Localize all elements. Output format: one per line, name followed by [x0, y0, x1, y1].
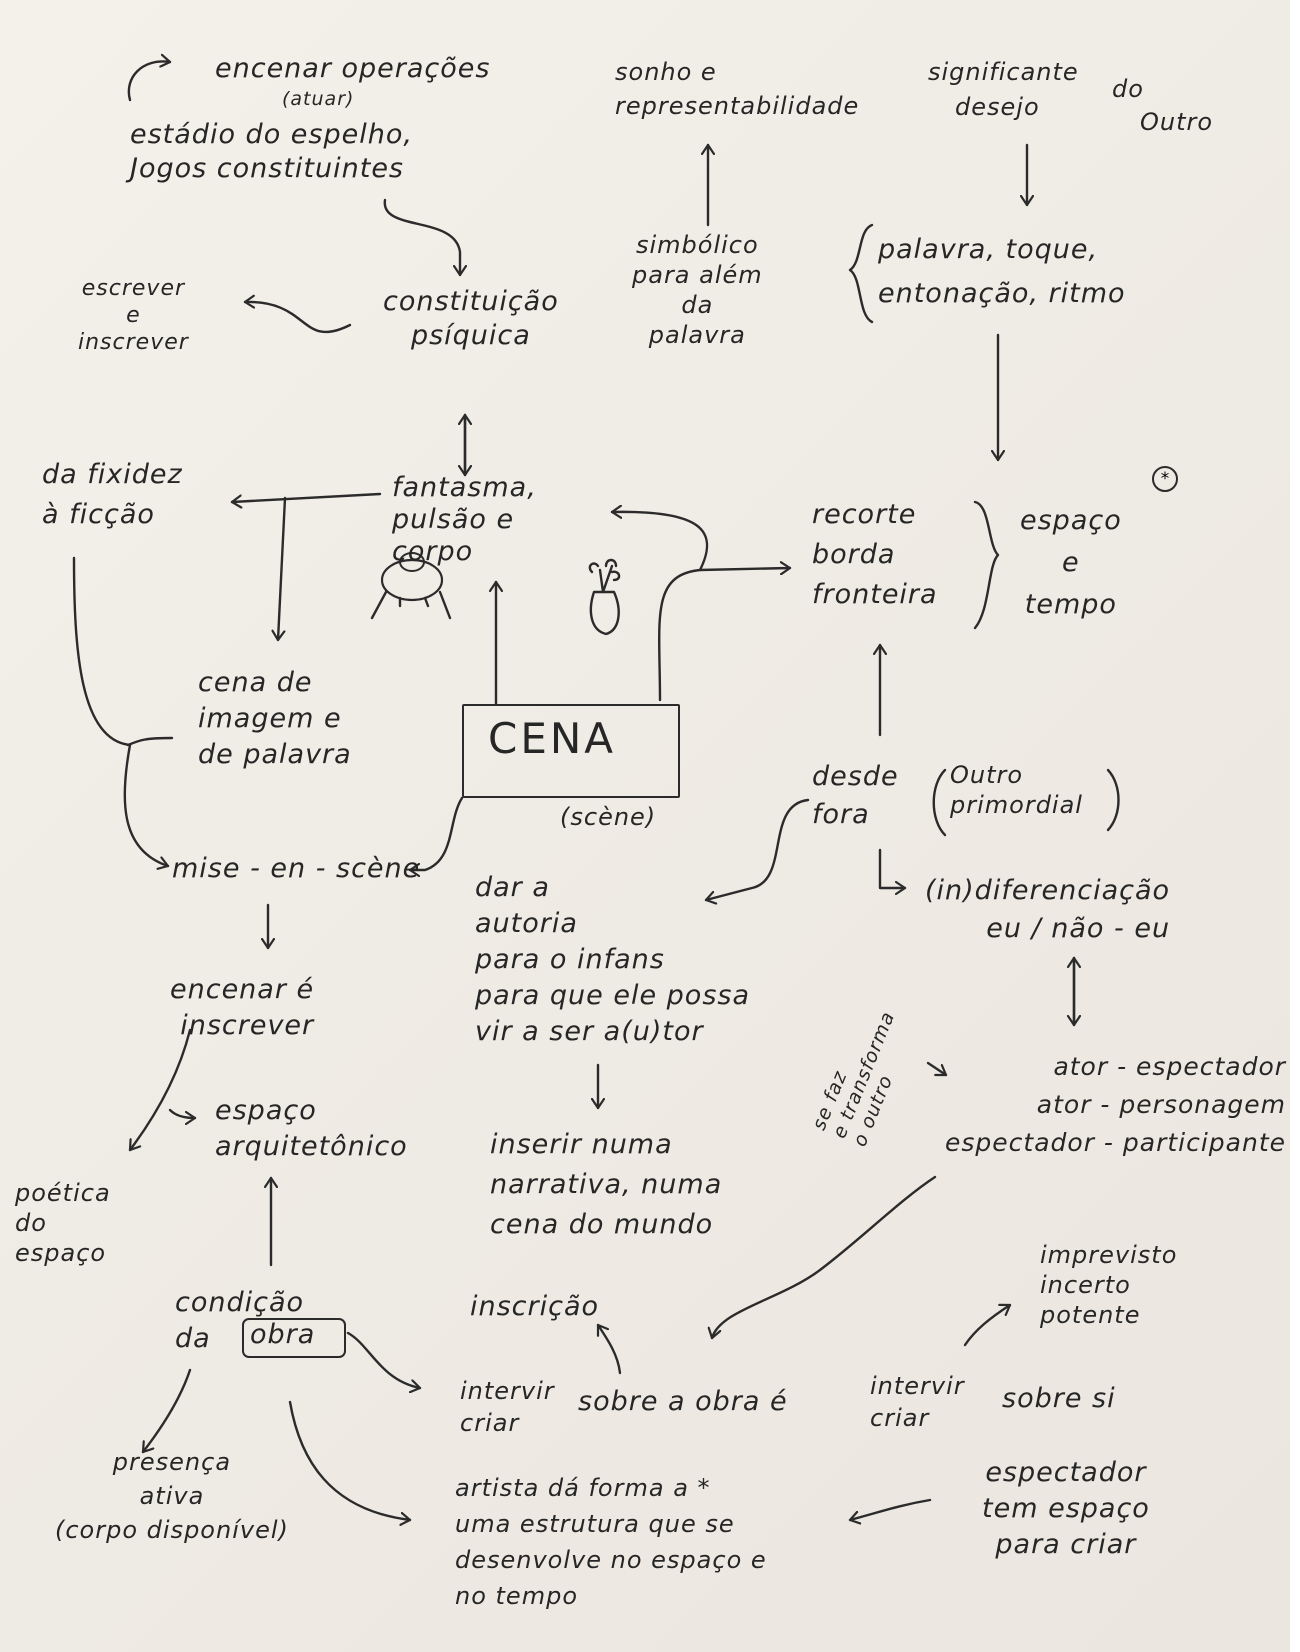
- node-fixidez-ficcao: da fixidez à ficção: [42, 459, 183, 530]
- node-sonho: sonho e representabilidade: [615, 58, 860, 120]
- arrow-ator-intervir: [712, 1175, 937, 1340]
- node-intervir-criar-2: intervir criar: [870, 1372, 965, 1432]
- sketch-figure-body: [380, 558, 444, 602]
- node-atuar: (atuar): [282, 88, 355, 110]
- arrow-obra-intervir: [346, 1331, 422, 1388]
- arrow-desde-dar: [704, 798, 810, 900]
- node-ator-espectador: ator - espectador ator - personagem espe…: [945, 1052, 1287, 1157]
- star-marker: *: [1152, 466, 1178, 492]
- arrow-condicao-artista: [288, 1400, 412, 1520]
- node-indiferenciacao: (in)diferenciação eu / não - eu: [925, 875, 1171, 944]
- sketch-figure-head: [399, 552, 425, 572]
- node-fantasma-pulsao-corpo: fantasma, pulsão e corpo: [392, 472, 537, 567]
- node-estadio-espelho: estádio do espelho, Jogos constituintes: [130, 119, 413, 184]
- node-mise-en-scene: mise - en - scène: [172, 853, 421, 884]
- node-condicao-da: condição da: [175, 1287, 305, 1354]
- node-sobre-si: sobre si: [1002, 1383, 1116, 1414]
- sketch-figure-legs: [370, 590, 452, 620]
- node-simbolico: simbólico para além da palavra: [632, 231, 763, 349]
- page-edge: [1290, 0, 1300, 1652]
- node-recorte-borda-fronteira: recorte borda fronteira: [812, 499, 938, 610]
- arrow-constituicao-escrever: [243, 302, 352, 334]
- node-scene: (scène): [560, 803, 657, 831]
- node-espaco-tempo: espaço e tempo: [1020, 505, 1122, 620]
- arrow-intervir-imprevisto: [963, 1305, 1012, 1347]
- node-obra: obra: [250, 1319, 316, 1350]
- cena-box: [462, 704, 680, 798]
- paren-outro-right: [1106, 768, 1120, 832]
- node-poetica-espaco: poética do espaço: [15, 1179, 111, 1267]
- node-encenar-inscrever: encenar é inscrever: [170, 974, 315, 1041]
- node-espaco-arquitetonico: espaço arquitetônico: [215, 1095, 408, 1162]
- node-constituicao-psiquica: constituição psíquica: [383, 286, 559, 351]
- node-sobre-obra: sobre a obra é: [578, 1386, 788, 1417]
- node-significante: significante: [928, 58, 1079, 86]
- arrow-cena-mise: [408, 796, 464, 870]
- node-outro: Outro: [1140, 108, 1214, 136]
- node-cena-imagem-palavra: cena de imagem e de palavra: [198, 667, 352, 770]
- node-outro-primordial: Outro primordial: [950, 761, 1083, 819]
- sketch-vase: [589, 590, 620, 636]
- arrow-cena-recorte: [657, 568, 792, 702]
- node-palavra-toque: palavra, toque, entonação, ritmo: [878, 234, 1126, 309]
- brace-palavra: [848, 223, 874, 324]
- arrow-desde-indif: [878, 848, 907, 888]
- node-cena: CENA: [488, 714, 617, 763]
- arrow-condicao-presenca: [141, 1368, 192, 1454]
- node-encenar-operacoes: encenar operações: [215, 53, 491, 84]
- node-dar-autoria: dar a autoria para o infans para que ele…: [475, 872, 751, 1047]
- paren-outro-left: [932, 768, 947, 837]
- node-artista-forma: artista dá forma a * uma estrutura que s…: [455, 1474, 767, 1610]
- node-imprevisto: imprevisto incerto potente: [1040, 1241, 1178, 1329]
- branch-cena-imagem-curve: [126, 736, 174, 747]
- brace-recorte: [973, 500, 1000, 630]
- node-escrever-inscrever: escrever e inscrever: [78, 276, 189, 355]
- arrow-branch-cena-imagem: [278, 496, 287, 642]
- arrow-fixidez-mise: [72, 556, 170, 866]
- arrow-estadio-constituicao: [383, 198, 460, 277]
- node-intervir-criar-1: intervir criar: [460, 1377, 555, 1437]
- obra-box: [242, 1318, 346, 1358]
- node-espectador-criar: espectador tem espaço para criar: [982, 1457, 1150, 1560]
- sketch-flowers: [588, 558, 621, 594]
- arrow-curve-corpo: [610, 512, 709, 572]
- node-inscricao: inscrição: [470, 1291, 600, 1322]
- arrow-fantasma-fixidez: [230, 492, 382, 502]
- node-desde-fora: desde fora: [812, 761, 899, 830]
- arrow-encenar-espaco: [128, 1028, 192, 1152]
- node-inserir-narrativa: inserir numa narrativa, numa cena do mun…: [490, 1129, 723, 1240]
- arrow-sefaz-ator: [926, 1061, 948, 1077]
- node-presenca-ativa: presença ativa (corpo disponível): [55, 1448, 289, 1544]
- arrow-encenar-loop: [127, 61, 172, 102]
- node-do: do: [1112, 75, 1144, 103]
- arrow-espectador-artista: [848, 1498, 932, 1520]
- arrow-obra-inscricao: [596, 1323, 622, 1375]
- arrow-encenar-espaco-branch: [168, 1108, 197, 1118]
- node-desejo: desejo: [955, 93, 1040, 121]
